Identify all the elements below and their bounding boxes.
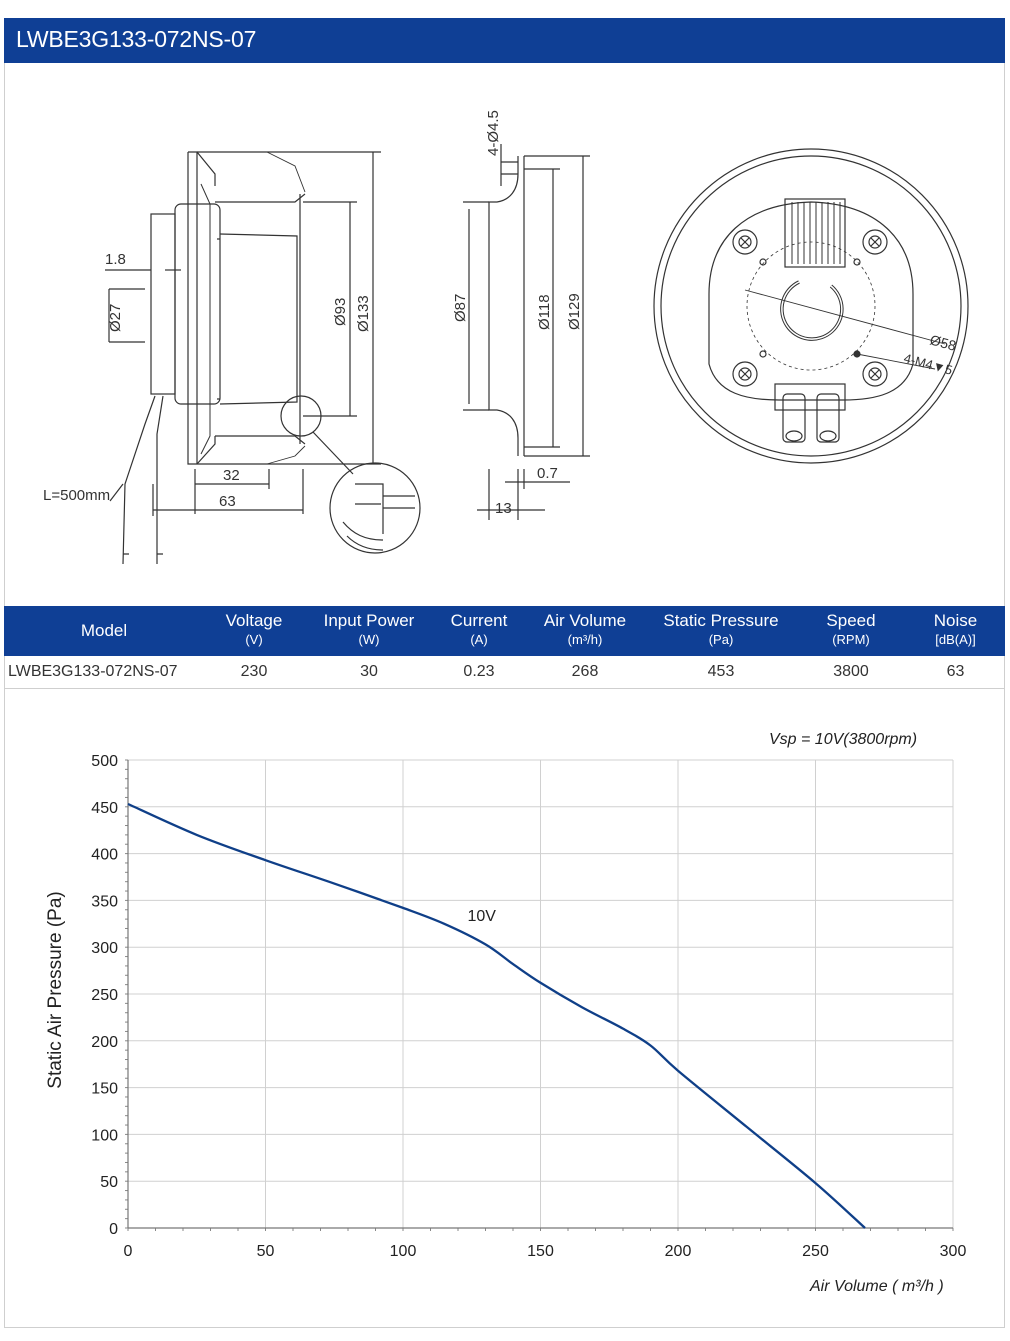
title-bar: LWBE3G133-072NS-07 bbox=[4, 18, 1005, 63]
cable-length: L=500mm bbox=[43, 487, 110, 504]
x-tick-label: 0 bbox=[124, 1243, 133, 1260]
chart-axes: 0 50 100 150 200 250 300 350 400 450 500 0 50 100 150 2… bbox=[91, 753, 966, 1260]
col-air-volume: Air Volume (m³/h) bbox=[543, 611, 627, 647]
col-noise: Noise [dB(A)] bbox=[933, 611, 978, 647]
product-title: LWBE3G133-072NS-07 bbox=[16, 26, 257, 52]
y-tick-label: 200 bbox=[91, 1034, 118, 1051]
y-axis-label: Static Air Pressure (Pa) bbox=[45, 891, 66, 1088]
cell-air-volume: 268 bbox=[571, 663, 599, 680]
dim-27: Ø27 bbox=[107, 304, 124, 332]
screw-top-left bbox=[732, 229, 758, 255]
profile-view bbox=[463, 144, 590, 520]
dim-63: 63 bbox=[219, 493, 236, 510]
col-input-power: Input Power (W) bbox=[323, 611, 415, 647]
dim-58: Ø58 bbox=[928, 331, 958, 353]
performance-chart: 0 50 100 150 200 250 300 350 400 450 500 0 50 100 150 2… bbox=[5, 690, 1004, 1326]
technical-drawing: 1.8 Ø27 Ø93 Ø133 32 63 L=500mm 4-Ø4.5 Ø8… bbox=[5, 64, 1004, 606]
rear-view bbox=[653, 148, 969, 464]
col-speed: Speed (RPM) bbox=[826, 611, 876, 647]
spec-table-row: LWBE3G133-072NS-07 230 30 0.23 268 453 3… bbox=[4, 656, 1005, 689]
screw-bottom-left bbox=[732, 361, 758, 387]
col-model: Model bbox=[80, 621, 128, 640]
dim-4-45: 4-Ø4.5 bbox=[485, 110, 502, 156]
dim-m4: 4-M4▼5 bbox=[902, 350, 954, 377]
x-tick-label: 300 bbox=[940, 1243, 967, 1260]
cell-current: 0.23 bbox=[463, 663, 495, 680]
series-label-10V: 10V bbox=[468, 908, 497, 925]
side-view bbox=[105, 151, 421, 565]
dim-32: 32 bbox=[223, 467, 240, 484]
cell-input-power: 30 bbox=[360, 663, 378, 680]
x-tick-label: 250 bbox=[802, 1243, 829, 1260]
dim-87: Ø87 bbox=[452, 294, 469, 322]
chart-grid bbox=[127, 759, 954, 1229]
x-tick-label: 100 bbox=[390, 1243, 417, 1260]
y-tick-label: 0 bbox=[109, 1221, 118, 1238]
dim-133: Ø133 bbox=[355, 295, 372, 332]
cell-model: LWBE3G133-072NS-07 bbox=[8, 663, 178, 680]
dim-118: Ø118 bbox=[536, 294, 553, 330]
dim-129: Ø129 bbox=[566, 293, 583, 330]
x-tick-label: 50 bbox=[257, 1243, 275, 1260]
cell-speed: 3800 bbox=[833, 663, 869, 680]
col-current: Current (A) bbox=[450, 611, 508, 647]
cell-noise: 63 bbox=[946, 663, 965, 680]
x-tick-label: 200 bbox=[665, 1243, 692, 1260]
chart-annotation: Vsp = 10V(3800rpm) bbox=[769, 731, 917, 748]
x-axis-label: Air Volume ( m³/h ) bbox=[809, 1278, 944, 1295]
x-tick-label: 150 bbox=[527, 1243, 554, 1260]
dim-13: 13 bbox=[495, 500, 512, 517]
y-tick-label: 250 bbox=[91, 987, 118, 1004]
chart-series: 10V bbox=[127, 802, 866, 1229]
dim-93: Ø93 bbox=[332, 298, 349, 326]
cell-voltage: 230 bbox=[240, 663, 268, 680]
y-tick-label: 450 bbox=[91, 800, 118, 817]
screw-top-right bbox=[862, 229, 888, 255]
col-static-pressure: Static Pressure (Pa) bbox=[663, 611, 779, 647]
dim-0-7: 0.7 bbox=[537, 465, 558, 482]
screw-bottom-right bbox=[862, 361, 888, 387]
dim-1-8: 1.8 bbox=[105, 251, 126, 268]
col-voltage: Voltage (V) bbox=[225, 611, 283, 647]
y-tick-label: 300 bbox=[91, 940, 118, 957]
y-tick-label: 150 bbox=[91, 1081, 118, 1098]
series-line-10V bbox=[127, 802, 866, 1229]
y-tick-label: 100 bbox=[91, 1127, 118, 1144]
cell-static-pressure: 453 bbox=[707, 663, 735, 680]
spec-table-header: Model Voltage (V) Input Power (W) Curren… bbox=[4, 606, 1005, 656]
y-tick-label: 350 bbox=[91, 893, 118, 910]
y-tick-label: 400 bbox=[91, 847, 118, 864]
y-tick-label: 50 bbox=[100, 1174, 118, 1191]
y-tick-label: 500 bbox=[91, 753, 118, 770]
